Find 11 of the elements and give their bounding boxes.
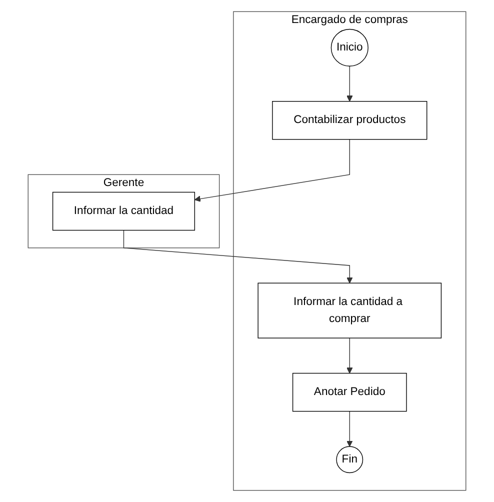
node-box: Informar la cantidad a comprar (258, 282, 442, 338)
node-box: Informar la cantidad (52, 192, 196, 231)
arrow (123, 230, 353, 284)
arrow (346, 338, 353, 374)
node-circle: Fin (336, 446, 364, 474)
arrow (346, 410, 353, 447)
arrow (346, 66, 353, 102)
node-circle: Inicio (330, 28, 368, 66)
node-box: Contabilizar productos (272, 101, 428, 140)
arrow (194, 139, 350, 202)
node-box: Anotar Pedido (292, 372, 407, 412)
